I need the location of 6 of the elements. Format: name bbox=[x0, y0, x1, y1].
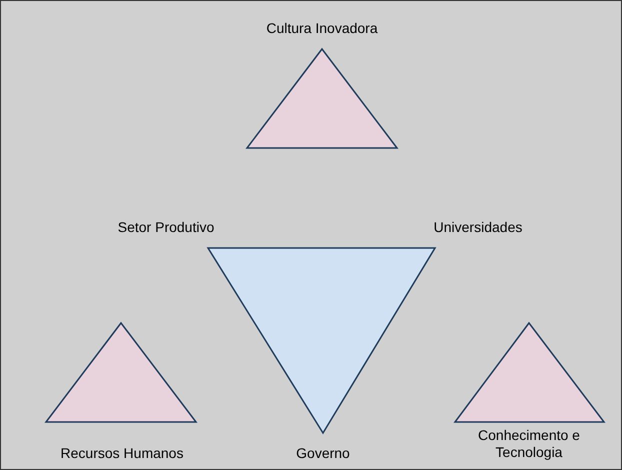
corner-label: Governo bbox=[295, 445, 351, 462]
triangle-label: Recursos Humanos bbox=[60, 445, 184, 462]
triangle-label: Cultura Inovadora bbox=[265, 20, 379, 37]
corner-label: Setor Produtivo bbox=[116, 219, 216, 236]
corner-label: Universidades bbox=[432, 219, 524, 236]
triangle-label: Conhecimento e Tecnologia bbox=[477, 427, 581, 461]
